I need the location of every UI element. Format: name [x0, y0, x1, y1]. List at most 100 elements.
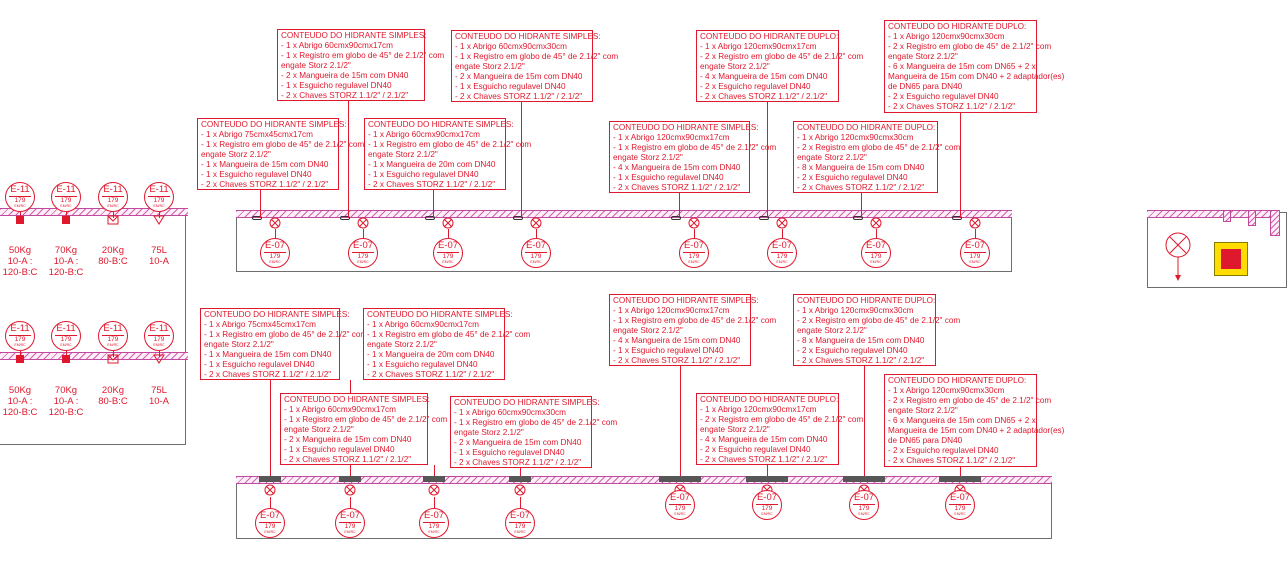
hydrant-leader — [448, 229, 449, 238]
note-line: - 4 x Mangueira de 15m com DN40 — [613, 336, 741, 345]
tag-number: 179 — [60, 197, 72, 204]
note-line: de DN65 para DN40 — [888, 436, 963, 445]
tag-divider — [949, 504, 971, 505]
note-line: - 1 x Registro em globo de 45° de 2.1/2"… — [201, 140, 365, 149]
note-leader — [767, 465, 768, 476]
tag-code: E-11 — [149, 184, 169, 195]
note-leader — [960, 113, 961, 218]
extinguisher-leader — [20, 351, 21, 357]
note-leader — [270, 380, 271, 476]
note-line: - 2 x Chaves STORZ 1.1/2" / 2.1/2" — [888, 456, 1016, 465]
hydrant-cabinet-icon — [514, 484, 526, 496]
tag-divider — [525, 252, 547, 253]
note-line: - 1 x Mangueira de 15m com DN40 — [201, 160, 329, 169]
note-line: - 2 x Chaves STORZ 1.1/2" / 2.1/2" — [797, 356, 925, 365]
note-line: engate Storz 2.1/2" — [700, 62, 770, 71]
hydrant-valve — [746, 476, 788, 482]
note-line: - 2 x Chaves STORZ 1.1/2" / 2.1/2" — [367, 370, 495, 379]
tag-number: 179 — [870, 253, 882, 260]
note-line: - 2 x Chaves STORZ 1.1/2" / 2.1/2" — [700, 455, 828, 464]
pump-legend-core — [1221, 249, 1241, 269]
hydrant-valve — [939, 476, 981, 482]
tag-divider — [756, 504, 778, 505]
tag-sub: EM/RC — [530, 260, 542, 264]
tag-divider — [853, 504, 875, 505]
tag-number: 179 — [514, 523, 526, 530]
hydrant-leader — [536, 229, 537, 238]
tag-sub: EM/RC — [344, 530, 356, 534]
hydrant-cabinet-icon — [428, 484, 440, 496]
note-line: engate Storz 2.1/2" — [204, 340, 274, 349]
note-line: Mangueira de 15m com DN40 + 2 adaptador(… — [888, 426, 1065, 435]
note-title: CONTEUDO DO HIDRANTE SIMPLES: — [368, 120, 514, 129]
note-line: - 1 x Abrigo 120cmx90cmx17cm — [613, 133, 730, 142]
hose-hook-icon — [853, 216, 863, 220]
note-title: CONTEUDO DO HIDRANTE DUPLO: — [700, 395, 839, 404]
tag-number: 179 — [530, 253, 542, 260]
red-square-icon — [16, 355, 24, 363]
tag-number: 179 — [954, 505, 966, 512]
note-line: - 1 x Esguicho regulavel DN40 — [281, 81, 392, 90]
tag-sub: EM/RC — [107, 343, 119, 347]
extinguisher-leader — [159, 212, 160, 218]
note-line: engate Storz 2.1/2" — [284, 425, 354, 434]
hydrant-cabinet-icon — [870, 217, 882, 229]
note-line: - 2 x Chaves STORZ 1.1/2" / 2.1/2" — [454, 458, 582, 467]
note-line: - 1 x Abrigo 120cmx90cmx30cm — [797, 306, 914, 315]
note-line: engate Storz 2.1/2" — [368, 150, 438, 159]
hydrant-cabinet-icon — [357, 217, 369, 229]
tag-code: E-11 — [10, 323, 30, 334]
extinguisher-label-line: 120-B:C — [48, 407, 84, 418]
tag-divider — [148, 196, 170, 197]
tag-sub: EM/RC — [858, 512, 870, 516]
hydrant-cabinet-icon — [776, 217, 788, 229]
wall-hatch-top-left — [0, 208, 188, 216]
note-title: CONTEUDO DO HIDRANTE SIMPLES: — [454, 398, 600, 407]
tag-number: 179 — [153, 336, 165, 343]
note-line: - 1 x Abrigo 60cmx90cmx17cm — [367, 320, 479, 329]
note-leader — [521, 102, 522, 218]
tag-sub: EM/RC — [674, 512, 686, 516]
tag-divider — [148, 335, 170, 336]
extinguisher-label-line: 70Kg — [54, 245, 78, 256]
tag-divider — [9, 335, 31, 336]
tag-code: E-07 — [264, 240, 286, 251]
hydrant-cabinet-icon — [969, 217, 981, 229]
hose-hook-icon — [252, 216, 262, 220]
tag-divider — [55, 196, 77, 197]
note-line: engate Storz 2.1/2" — [797, 326, 867, 335]
note-line: - 2 x Chaves STORZ 1.1/2" / 2.1/2" — [797, 183, 925, 192]
extinguisher-label-line: 70Kg — [54, 385, 78, 396]
tag-sub: EM/RC — [428, 530, 440, 534]
note-line: - 2 x Chaves STORZ 1.1/2" / 2.1/2" — [455, 92, 583, 101]
tag-sub: EM/RC — [688, 260, 700, 264]
triangle-icon — [153, 354, 165, 364]
note-line: - 1 x Abrigo 60cmx90cmx30cm — [455, 42, 567, 51]
tag-sub: EM/RC — [153, 204, 165, 208]
tag-number: 179 — [107, 336, 119, 343]
extinguisher-label-line: 80-B:C — [98, 396, 128, 407]
wall-hatch-mid-left — [0, 352, 188, 360]
tag-code: E-11 — [10, 184, 30, 195]
tag-number: 179 — [269, 253, 281, 260]
tag-number: 179 — [14, 336, 26, 343]
tag-divider — [683, 252, 705, 253]
hydrant-valve — [339, 476, 361, 482]
note-line: engate Storz 2.1/2" — [454, 428, 524, 437]
note-line: engate Storz 2.1/2" — [888, 52, 958, 61]
tag-sub: EM/RC — [60, 343, 72, 347]
note-leader — [960, 467, 961, 476]
tag-code: E-11 — [56, 323, 76, 334]
tag-number: 179 — [776, 253, 788, 260]
note-line: - 1 x Abrigo 120cmx90cmx17cm — [700, 405, 817, 414]
tag-code: E-07 — [509, 510, 531, 521]
note-line: - 1 x Esguicho regulavel DN40 — [613, 346, 724, 355]
